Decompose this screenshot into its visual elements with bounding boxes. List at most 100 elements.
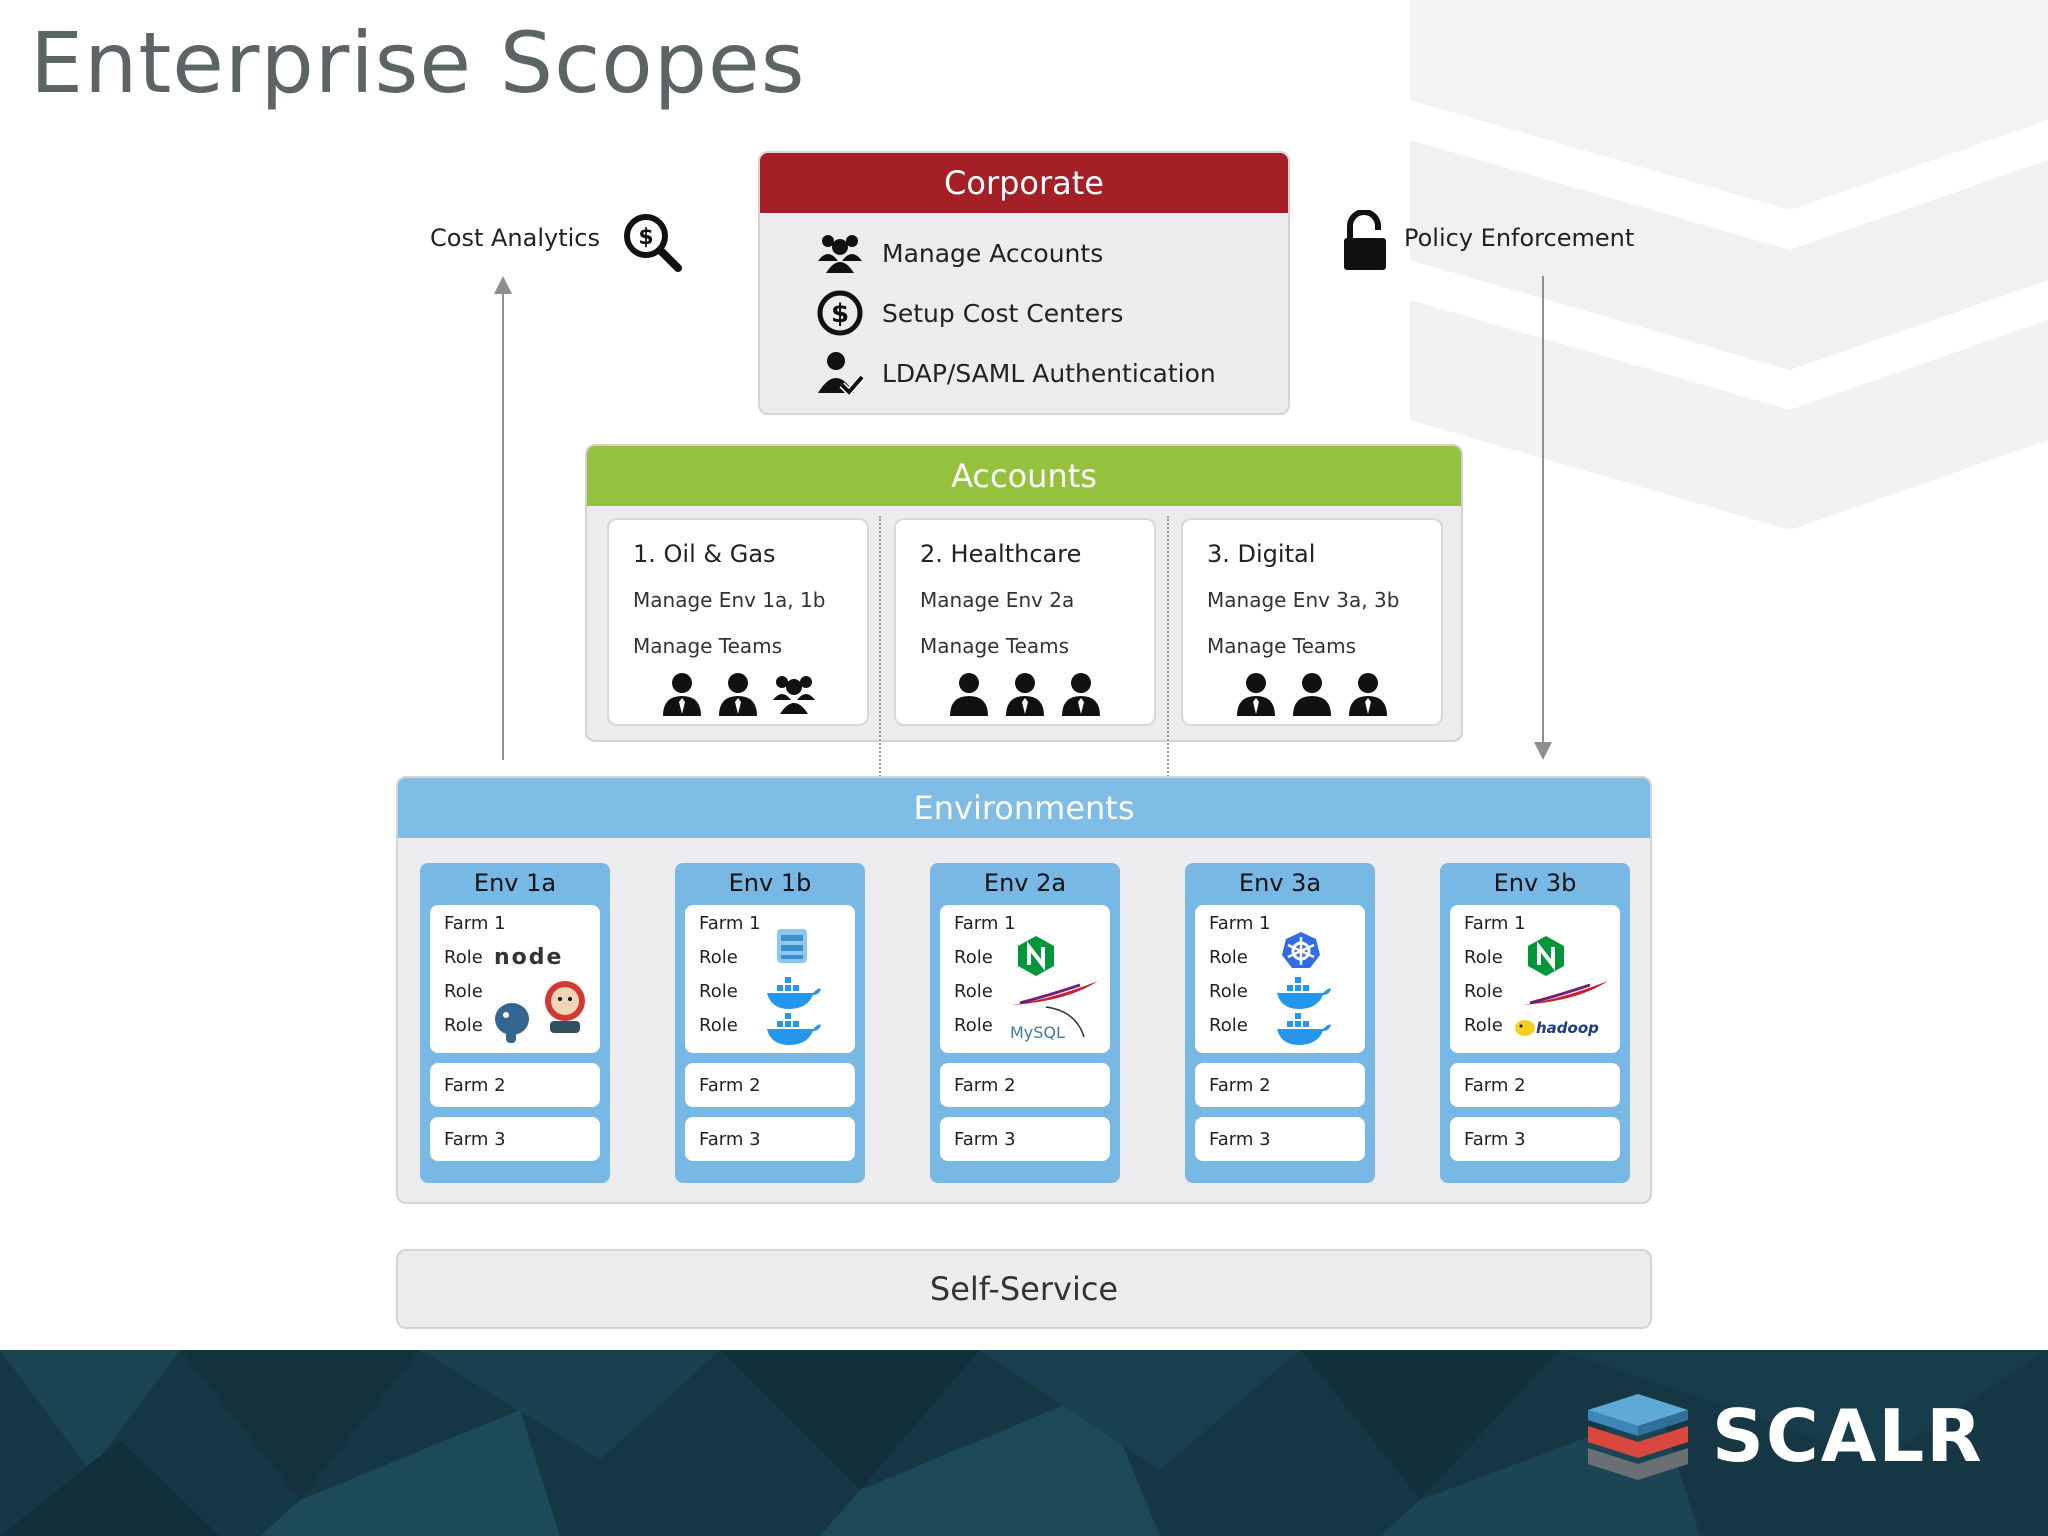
svg-text:$: $ bbox=[831, 299, 849, 329]
team-icons bbox=[609, 672, 867, 716]
user-check-icon bbox=[818, 352, 864, 397]
docker-icon bbox=[767, 1013, 821, 1045]
env-name: Env 3a bbox=[1238, 869, 1322, 897]
person-tie-icon bbox=[663, 673, 701, 716]
docker-icon bbox=[1277, 977, 1331, 1009]
arrow-down-head bbox=[1534, 742, 1552, 760]
group-icon bbox=[773, 676, 815, 714]
arrow-up-head bbox=[494, 276, 512, 294]
corporate-item-label: Manage Accounts bbox=[882, 238, 1104, 268]
farm-3-box: Farm 3 bbox=[940, 1117, 1110, 1161]
apache-icon bbox=[1012, 981, 1098, 1005]
magnifier-dollar-icon: $ bbox=[624, 214, 682, 272]
env-column-1a: Env 1a Farm 1 Role Role Role node Farm 2… bbox=[420, 863, 610, 1183]
farm-label: Farm 1 bbox=[1209, 913, 1271, 934]
role-label: Role bbox=[444, 981, 483, 1002]
cost-analytics-label: Cost Analytics bbox=[430, 224, 600, 252]
account-name: 3. Digital bbox=[1207, 540, 1316, 568]
person-tie-icon bbox=[1237, 673, 1275, 716]
role-label: Role bbox=[699, 1015, 738, 1036]
account-name: 1. Oil & Gas bbox=[633, 540, 776, 568]
hadoop-logo-text: hadoop bbox=[1536, 1019, 1599, 1037]
person-tie-icon bbox=[1349, 673, 1387, 716]
role-label: Role bbox=[1464, 1015, 1503, 1036]
account-envs: Manage Env 3a, 3b bbox=[1207, 588, 1400, 612]
environments-panel: Environments Env 1a Farm 1 Role Role Rol… bbox=[396, 776, 1652, 1204]
docker-registry-icon bbox=[777, 929, 807, 963]
account-card-oil-gas: 1. Oil & Gas Manage Env 1a, 1b Manage Te… bbox=[607, 518, 869, 726]
env-name: Env 3b bbox=[1493, 869, 1577, 897]
role-label: Role bbox=[1209, 1015, 1248, 1036]
farm-1-box: Farm 1 Role Role Role bbox=[1195, 905, 1365, 1053]
team-icons bbox=[1183, 672, 1441, 716]
person-icon bbox=[950, 673, 988, 716]
farm-2-box: Farm 2 bbox=[430, 1063, 600, 1107]
role-label: Role bbox=[1209, 947, 1248, 968]
person-tie-icon bbox=[719, 673, 757, 716]
farm-1-box: Farm 1 Role Role Role node bbox=[430, 905, 600, 1053]
jenkins-icon bbox=[545, 981, 585, 1033]
corporate-panel: Corporate Manage Accounts $ Setup Cost C… bbox=[758, 151, 1290, 415]
farm-2-box: Farm 2 bbox=[1195, 1063, 1365, 1107]
mysql-logo-text: MySQL bbox=[1010, 1023, 1065, 1042]
account-teams: Manage Teams bbox=[633, 634, 783, 658]
footer-banner bbox=[0, 1350, 2048, 1536]
accounts-panel: Accounts 1. Oil & Gas Manage Env 1a, 1b … bbox=[585, 444, 1463, 742]
unlocked-padlock-icon bbox=[1344, 210, 1386, 270]
footer-pattern bbox=[0, 1350, 2048, 1536]
postgresql-icon bbox=[495, 1003, 529, 1043]
role-label: Role bbox=[954, 981, 993, 1002]
scalr-logo-icon bbox=[1588, 1394, 1688, 1480]
farm-label: Farm 1 bbox=[1464, 913, 1526, 934]
farm-label: Farm 1 bbox=[699, 913, 761, 934]
role-label: Role bbox=[699, 947, 738, 968]
farm-3-box: Farm 3 bbox=[1195, 1117, 1365, 1161]
dollar-circle-icon: $ bbox=[817, 290, 863, 336]
role-label: Role bbox=[1209, 981, 1248, 1002]
farm-label: Farm 1 bbox=[954, 913, 1016, 934]
account-name: 2. Healthcare bbox=[920, 540, 1082, 568]
farm-2-box: Farm 2 bbox=[685, 1063, 855, 1107]
nginx-icon bbox=[1018, 936, 1054, 976]
scalr-logo-text: SCALR bbox=[1712, 1394, 1984, 1478]
role-label: Role bbox=[1464, 981, 1503, 1002]
account-teams: Manage Teams bbox=[920, 634, 1070, 658]
environments-header: Environments bbox=[398, 778, 1650, 838]
nginx-icon bbox=[1528, 936, 1564, 976]
kubernetes-icon bbox=[1282, 932, 1320, 968]
env-column-2a: Env 2a Farm 1 Role Role Role MySQL Farm … bbox=[930, 863, 1120, 1183]
farm-label: Farm 1 bbox=[444, 913, 506, 934]
docker-icon bbox=[1277, 1013, 1331, 1045]
apache-icon bbox=[1522, 981, 1608, 1005]
corporate-header: Corporate bbox=[760, 153, 1288, 213]
account-envs: Manage Env 1a, 1b bbox=[633, 588, 826, 612]
cost-analytics-arrow bbox=[502, 290, 504, 760]
svg-text:$: $ bbox=[638, 225, 653, 250]
role-label: Role bbox=[699, 981, 738, 1002]
farm-1-box: Farm 1 Role Role Role bbox=[685, 905, 855, 1053]
role-label: Role bbox=[1464, 947, 1503, 968]
account-teams: Manage Teams bbox=[1207, 634, 1357, 658]
hadoop-icon bbox=[1515, 1020, 1535, 1036]
role-label: Role bbox=[444, 947, 483, 968]
person-tie-icon bbox=[1006, 673, 1044, 716]
background-decoration bbox=[1410, 0, 2048, 530]
env-column-3a: Env 3a Farm 1 Role Role Role Farm 2 Farm… bbox=[1185, 863, 1375, 1183]
page-title: Enterprise Scopes bbox=[30, 14, 806, 112]
role-label: Role bbox=[954, 1015, 993, 1036]
env-column-1b: Env 1b Farm 1 Role Role Role Farm 2 Farm… bbox=[675, 863, 865, 1183]
corporate-item-label: Setup Cost Centers bbox=[882, 298, 1124, 328]
account-envs: Manage Env 2a bbox=[920, 588, 1075, 612]
farm-1-box: Farm 1 Role Role Role hadoop bbox=[1450, 905, 1620, 1053]
env-name: Env 1a bbox=[473, 869, 557, 897]
farm-2-box: Farm 2 bbox=[1450, 1063, 1620, 1107]
env-column-3b: Env 3b Farm 1 Role Role Role hadoop Farm… bbox=[1440, 863, 1630, 1183]
corporate-item-manage-accounts: Manage Accounts bbox=[816, 229, 1103, 277]
self-service-bar: Self-Service bbox=[396, 1249, 1652, 1329]
account-card-digital: 3. Digital Manage Env 3a, 3b Manage Team… bbox=[1181, 518, 1443, 726]
corporate-item-ldap-saml: LDAP/SAML Authentication bbox=[816, 349, 1216, 397]
docker-icon bbox=[767, 977, 821, 1009]
corporate-item-label: LDAP/SAML Authentication bbox=[882, 358, 1216, 388]
account-card-healthcare: 2. Healthcare Manage Env 2a Manage Teams bbox=[894, 518, 1156, 726]
role-label: Role bbox=[444, 1015, 483, 1036]
